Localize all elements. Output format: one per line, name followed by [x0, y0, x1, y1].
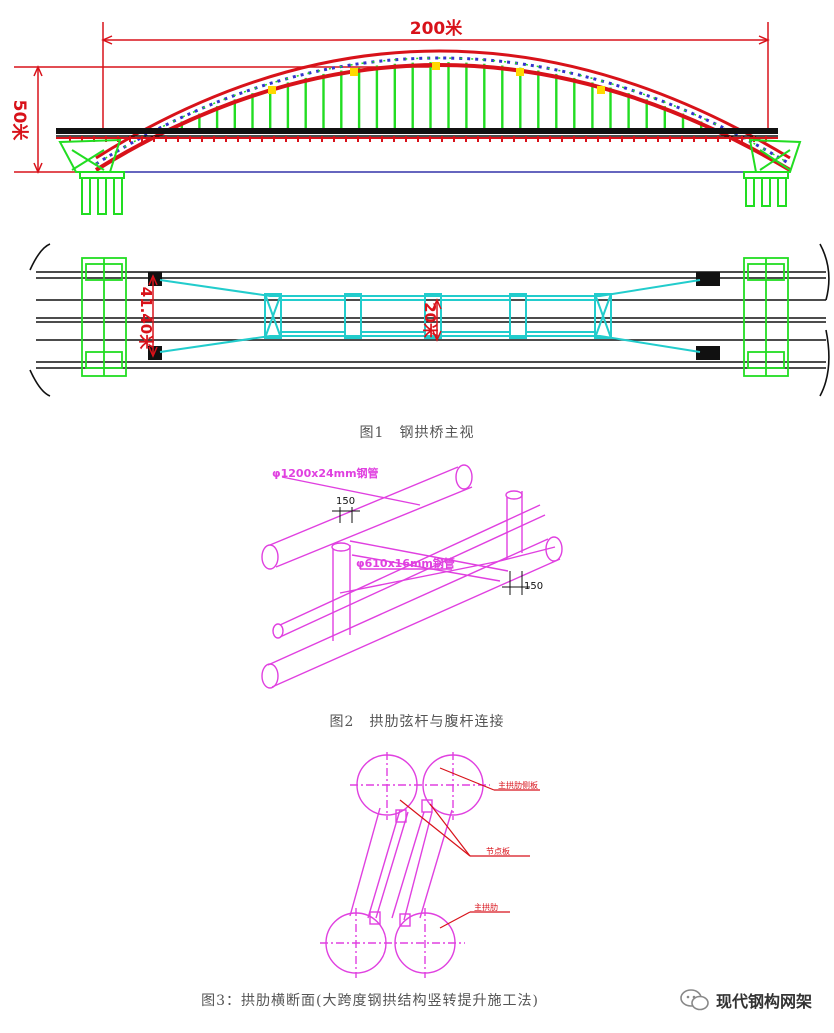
plan-piers — [81, 257, 789, 377]
web-pipe-diagonal — [339, 540, 556, 594]
arch-rib-lattice — [95, 56, 791, 166]
gap-label-1: 150 — [336, 496, 355, 507]
span-label: 200米 — [410, 18, 463, 39]
inner-label: 20米 — [421, 302, 439, 339]
side-plates — [349, 807, 453, 921]
bridge-elevation-and-plan: 200米 50米 — [9, 18, 830, 397]
height-label: 50米 — [9, 100, 30, 142]
chord-leader — [281, 476, 421, 506]
arch-rib-lower — [94, 63, 792, 172]
label-leaders — [399, 767, 540, 929]
gap-dimension-2 — [502, 571, 530, 595]
gap-dimension-1 — [332, 507, 360, 523]
chord-pipe-label: φ1200x24mm钢管 — [272, 466, 379, 480]
centerlines — [320, 752, 490, 978]
arch-rib-upper — [95, 49, 791, 160]
upper-chord-pipe — [261, 464, 473, 570]
figure1-caption: 图1 钢拱桥主视 — [359, 425, 475, 441]
arch-nodes — [268, 62, 605, 94]
wechat-watermark: 现代钢构网架 — [680, 988, 812, 1012]
width-label: 41.40米 — [137, 287, 155, 350]
label-main-rib: 主拱肋 — [474, 902, 498, 912]
figure3-caption: 图3：拱肋横断面(大跨度钢拱结构竖转提升施工法) — [201, 993, 539, 1009]
inner-dimension — [432, 298, 442, 342]
rib-cross-section-diagram: 主拱肋侧板 节点板 主拱肋 — [320, 752, 540, 978]
web-pipe-vertical-left — [331, 542, 351, 641]
arch-rib-lattice-2 — [95, 57, 791, 165]
label-side-plate: 主拱肋侧板 — [498, 780, 538, 790]
figure2-caption: 图2 拱肋弦杆与腹杆连接 — [329, 714, 505, 730]
left-abutment — [58, 138, 125, 215]
watermark-text: 现代钢构网架 — [715, 992, 812, 1011]
label-gusset: 节点板 — [486, 846, 510, 856]
plan-view-outline — [29, 243, 830, 397]
web-pipe-label: φ610x16mm钢管 — [356, 556, 455, 570]
chord-web-connection-diagram: 150 150 φ1200x24mm钢管 φ610x16mm钢管 — [261, 464, 563, 689]
wechat-icon — [680, 989, 709, 1011]
lower-inner-chord — [272, 504, 546, 639]
plan-bearings — [148, 272, 720, 360]
web-pipe-vertical-right — [505, 490, 523, 559]
span-dimension — [101, 22, 770, 130]
gap-label-2: 150 — [524, 581, 543, 592]
width-dimension — [148, 274, 158, 358]
right-abutment — [743, 138, 802, 207]
